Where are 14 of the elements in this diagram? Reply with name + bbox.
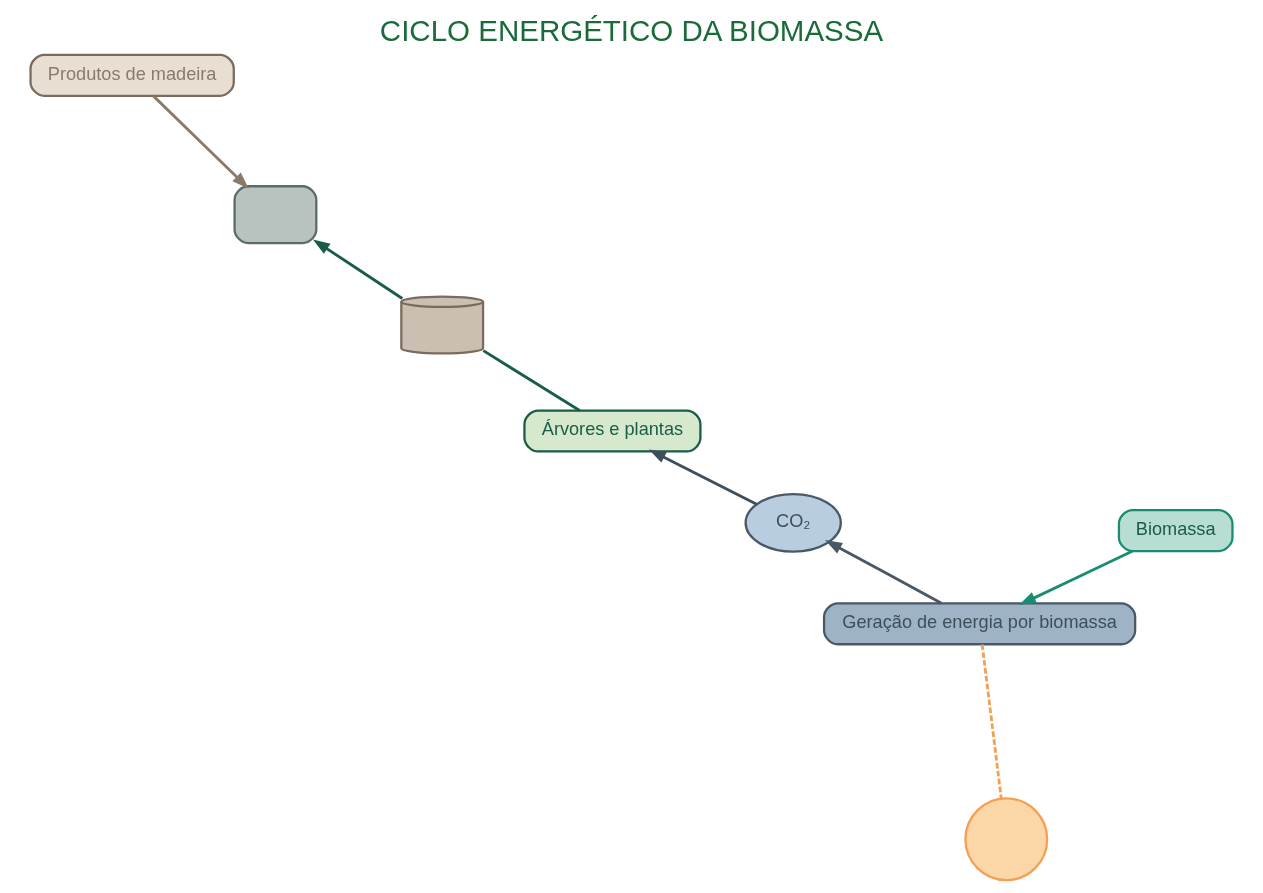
node-box: Produtos de madeira: [29, 53, 235, 97]
node-box: Geração de energia por biomassa: [822, 602, 1137, 646]
node-circle: [964, 797, 1049, 882]
node-box: Biomassa: [1117, 509, 1234, 553]
diagram-title: CICLO ENERGÉTICO DA BIOMASSA: [379, 14, 884, 48]
arrow: [1019, 549, 1134, 606]
node-box: [233, 185, 318, 245]
connector: [980, 644, 1003, 799]
arrow: [648, 449, 758, 506]
node-box: Árvores e plantas: [523, 409, 702, 453]
arrow: [152, 94, 249, 189]
connector: [482, 349, 581, 412]
arrow: [312, 239, 404, 300]
arrow: [825, 540, 943, 605]
